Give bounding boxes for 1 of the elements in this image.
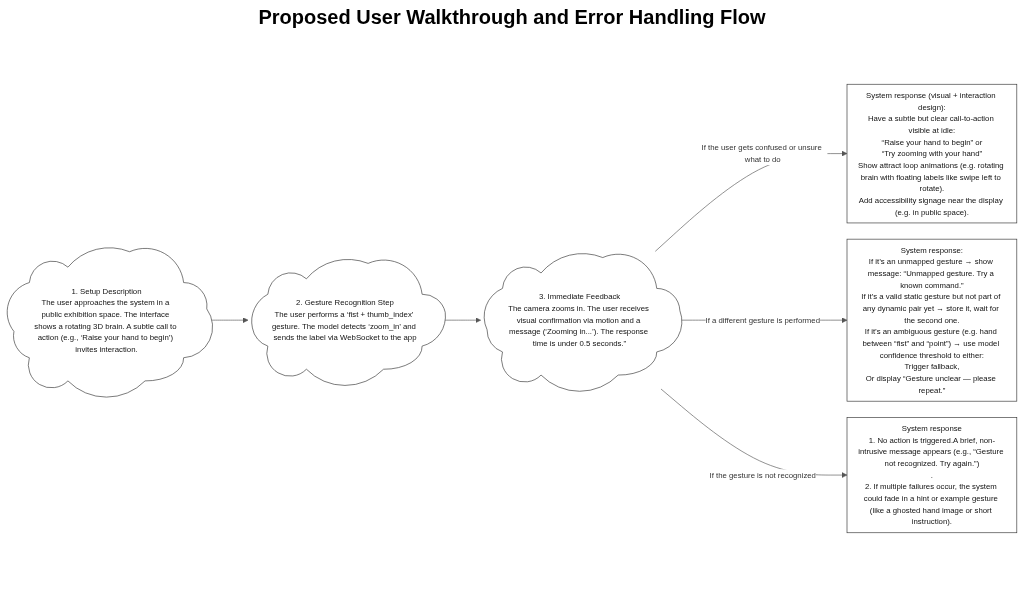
diagram-title: Proposed User Walkthrough and Error Handling Flow xyxy=(257,6,767,29)
